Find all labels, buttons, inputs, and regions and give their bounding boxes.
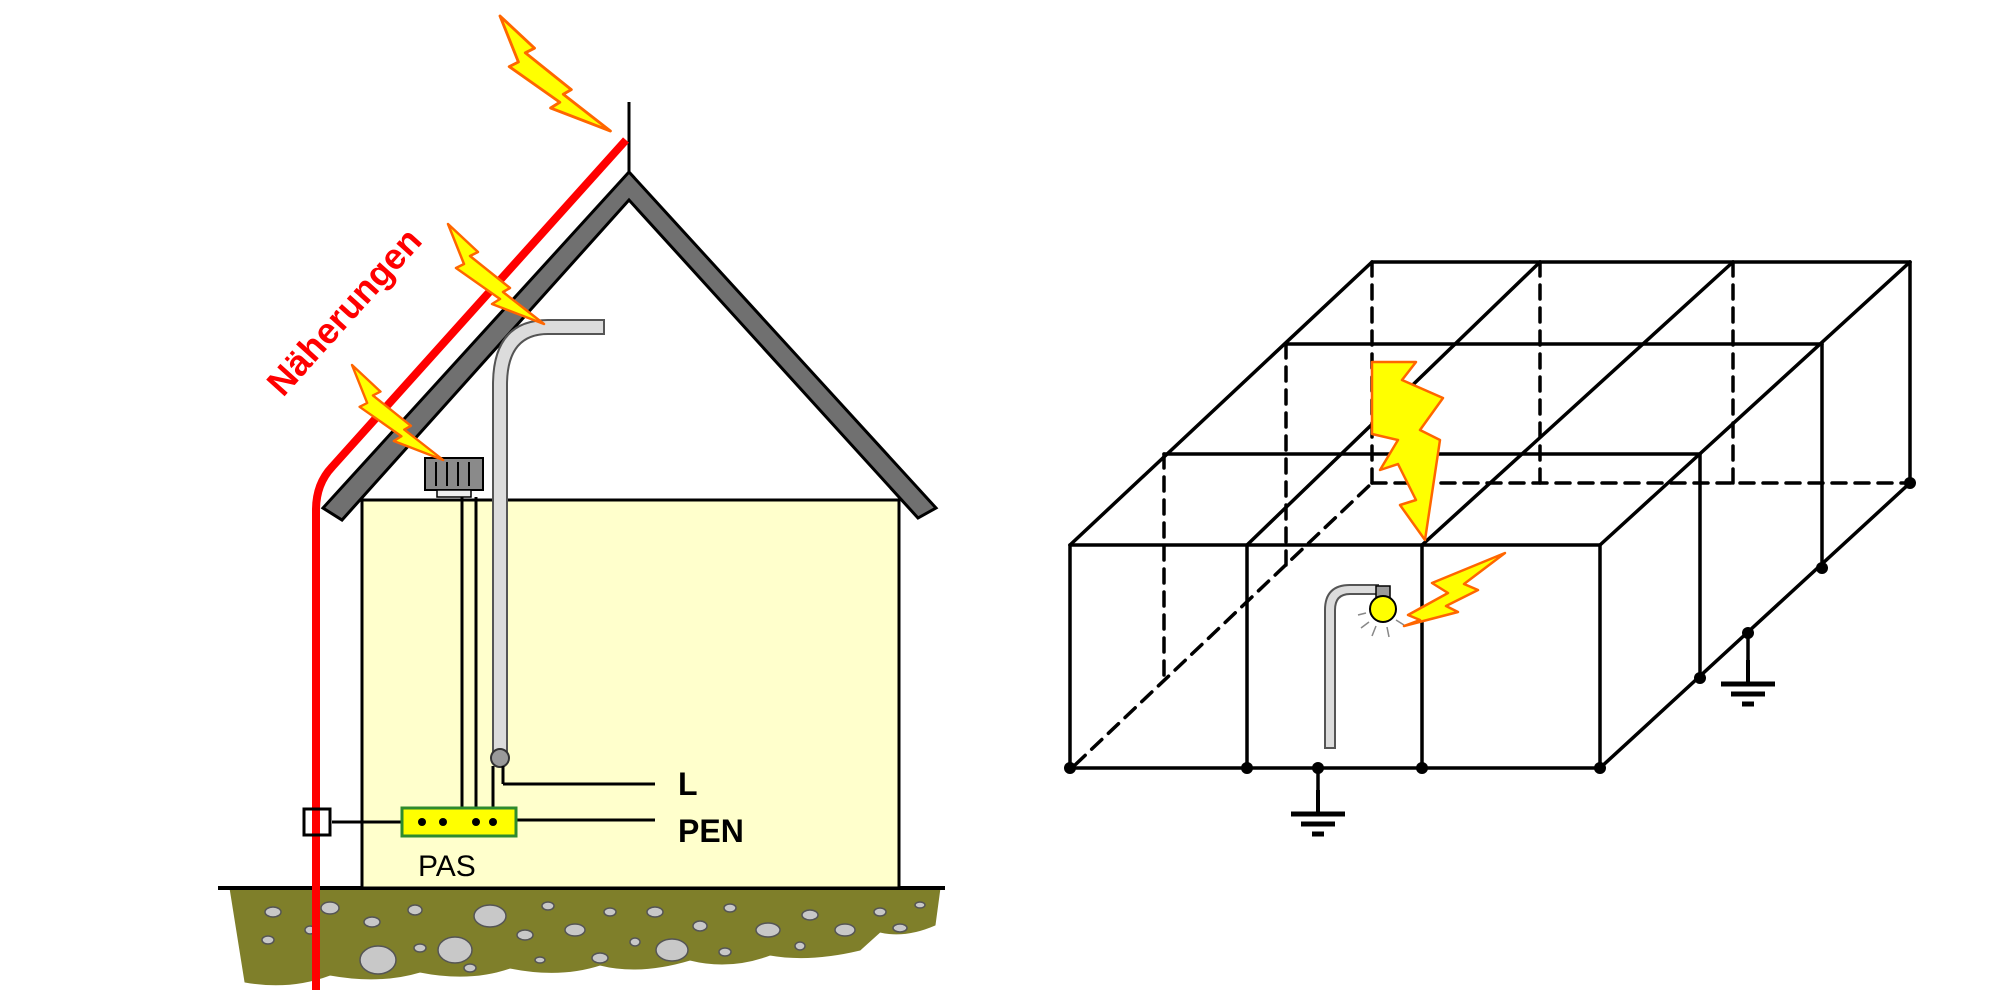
ground-soil: [218, 886, 945, 986]
light-bulb-icon: [1357, 585, 1405, 638]
junction-points: [1064, 477, 1916, 774]
ground-symbol-icon: [1291, 790, 1345, 834]
radiator: [424, 457, 484, 498]
down-conductor: [312, 137, 629, 990]
conductor-PEN-label: PEN: [678, 813, 744, 849]
lightning-bolt-icon: [498, 14, 612, 133]
antenna-mast: [490, 319, 605, 768]
bonding-bar-label: PAS: [418, 850, 476, 883]
roof: [320, 169, 939, 522]
test-joint-box: [302, 807, 332, 837]
ground-symbol-icon: [1721, 660, 1775, 704]
lightning-bolt-icon: [1370, 360, 1445, 542]
mesh-cage-section: [1068, 260, 1912, 792]
house-section: L PEN PAS Näherungen: [218, 14, 945, 990]
equipotential-bonding-bar: [400, 806, 518, 838]
proximity-label: Näherungen: [258, 220, 429, 404]
conductor-L-label: L: [678, 766, 698, 802]
lightning-bolt-icon: [1402, 551, 1507, 628]
hidden-edges: [1073, 260, 1912, 767]
